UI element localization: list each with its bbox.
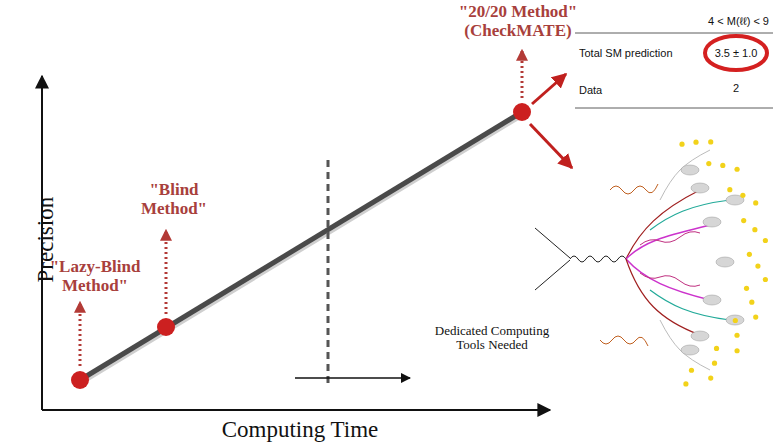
- table-cell: 4 < M(ℓℓ) < 9: [708, 15, 769, 27]
- particle-dot: [744, 286, 749, 291]
- particle-dot: [734, 348, 739, 353]
- particle-dot: [708, 376, 713, 381]
- note-label: Dedicated Computing Tools Needed: [432, 324, 552, 353]
- particle-dot: [763, 277, 768, 282]
- method-dot: [71, 371, 89, 389]
- hadron-blob: [681, 165, 699, 175]
- particle-dot: [683, 381, 688, 386]
- hadron-blob: [691, 183, 709, 193]
- table-rule: [575, 108, 773, 109]
- particle-dot: [720, 163, 725, 168]
- dotted-arrow: [79, 302, 82, 366]
- particle-dot: [755, 264, 760, 269]
- particle-dot: [712, 361, 717, 366]
- particle-dot: [747, 252, 752, 257]
- hadron-blob: [703, 217, 721, 227]
- particle-dot: [741, 218, 746, 223]
- particle-dot: [689, 368, 694, 373]
- particle-dot: [714, 346, 719, 351]
- particle-dot: [708, 139, 713, 144]
- method-dot: [157, 318, 175, 336]
- method-label: "Blind Method": [124, 181, 224, 218]
- table-cell: Data: [579, 84, 602, 96]
- particle-dot: [734, 167, 739, 172]
- hadron-blob: [703, 295, 721, 305]
- hadron-blob: [691, 331, 709, 341]
- particle-dot: [749, 300, 754, 305]
- table-rule: [575, 33, 773, 34]
- dotted-arrow: [165, 230, 168, 314]
- x-axis: [42, 409, 550, 411]
- particle-dot: [753, 200, 758, 205]
- particle-dot: [693, 140, 698, 145]
- particle-dot: [734, 333, 739, 338]
- table-cell: 2: [733, 82, 739, 94]
- method-label: "20/20 Method" (CheckMATE): [443, 3, 593, 40]
- particle-dot: [753, 314, 758, 319]
- event-illustration: [535, 139, 768, 386]
- particle-dot: [733, 318, 738, 323]
- region-arrow: [295, 377, 410, 379]
- hadron-blob: [726, 315, 744, 325]
- particle-dot: [727, 187, 732, 192]
- axis-label: Computing Time: [222, 417, 379, 442]
- particle-dot: [706, 161, 711, 166]
- trend-line: [80, 112, 522, 380]
- method-dot: [513, 103, 531, 121]
- hadron-blob: [681, 345, 699, 355]
- table-cell: 3.5 ± 1.0: [715, 47, 758, 59]
- pointer-arrow: [532, 74, 566, 104]
- table-cell: Total SM prediction: [579, 47, 673, 59]
- highlight-circle: [705, 36, 767, 70]
- pointer-arrow: [530, 124, 572, 168]
- hadron-blob: [716, 257, 734, 267]
- particle-dot: [679, 142, 684, 147]
- divider: [327, 160, 330, 386]
- dotted-arrow: [521, 50, 524, 98]
- particle-dot: [752, 227, 757, 232]
- particle-dot: [740, 193, 745, 198]
- particle-dot: [763, 238, 768, 243]
- method-label: "Lazy-Blind Method": [40, 258, 150, 295]
